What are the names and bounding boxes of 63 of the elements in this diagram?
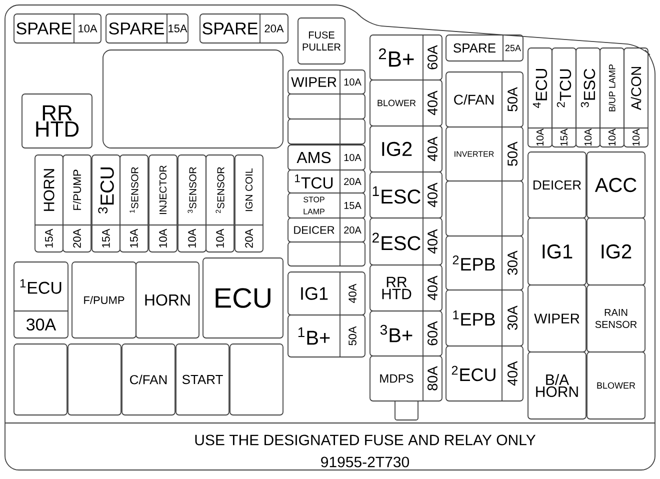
fuse: SPARE 20A — [200, 14, 288, 44]
relay: C/FAN — [122, 344, 176, 416]
fuse: HORN 15A — [34, 154, 64, 252]
empty-slot — [288, 242, 366, 266]
fuse: $^{3}$SENSOR 10A — [178, 154, 206, 252]
relay: ACC — [586, 152, 646, 218]
fuse: $^{1}$SENSOR 15A — [120, 154, 148, 252]
relay: IG2 — [586, 218, 646, 286]
empty-slot — [446, 180, 524, 236]
fuse: A/CON 10A — [624, 48, 648, 148]
fuse: $^{3}$B+ 60A — [370, 310, 442, 356]
fuse: $^{4}$ECU 10A — [528, 48, 552, 148]
fuse: $^{2}$B+ 60A — [370, 34, 442, 80]
fuse: SPARE 25A — [446, 34, 524, 62]
fuse: $^{1}$TCU 20A — [288, 170, 366, 194]
relay: START — [176, 344, 230, 416]
fuse: $^{2}$SENSOR 10A — [206, 154, 234, 252]
fuse: INJECTOR 10A — [148, 154, 178, 252]
relay: ECU — [202, 258, 284, 338]
fuse: SPARE 15A — [106, 14, 188, 44]
fuse: DEICER 20A — [288, 218, 366, 242]
fuse: RR HTD 40A — [370, 264, 442, 312]
relay: HORN — [136, 262, 200, 338]
fuse: $^{2}$ESC 40A — [370, 218, 442, 266]
fuse: $^{1}$ECU 30A — [14, 262, 68, 338]
fuse-puller: FUSE PULLER — [298, 18, 346, 64]
relay: F/PUMP — [72, 262, 136, 338]
fuse: WIPER 10A — [288, 70, 366, 94]
empty-slot — [288, 94, 366, 120]
empty-slot — [230, 344, 284, 416]
fuse: $^{1}$EPB 30A — [446, 290, 524, 346]
fuse: BLOWER 40A — [370, 80, 442, 126]
relay: WIPER — [528, 284, 586, 352]
fuse: IG2 40A — [370, 126, 442, 172]
relay: IG1 — [528, 218, 586, 286]
fuse: $^{3}$ESC 10A — [576, 48, 600, 148]
fuse: INVERTER 50A — [446, 126, 524, 182]
empty-slot — [288, 118, 366, 144]
empty-slot — [14, 344, 68, 416]
fuse: IGN COIL 20A — [234, 154, 264, 252]
note-text: 91955-2T730 — [321, 456, 410, 468]
fuse: AMS 10A — [288, 144, 366, 170]
empty-slot — [68, 344, 122, 416]
relay: RAIN SENSOR — [586, 284, 646, 352]
note-text: USE THE DESIGNATED FUSE AND RELAY ONLY — [195, 434, 536, 446]
fuse: IG1 40A — [288, 272, 366, 316]
fuse: B/UP LAMP 10A — [600, 48, 624, 148]
fuse: STOP LAMP 15A — [288, 192, 366, 218]
fuse: SPARE 10A — [14, 14, 102, 44]
relay: RR HTD — [22, 94, 92, 148]
fuse: $^{1}$ESC 40A — [370, 172, 442, 218]
fuse: $^{2}$TCU 15A — [552, 48, 576, 148]
fuse: $^{3}$ECU 15A — [92, 154, 120, 252]
blank-panel — [102, 50, 284, 148]
fuse: C/FAN 50A — [446, 72, 524, 128]
relay: DEICER — [528, 152, 586, 218]
fuse: MDPS 80A — [370, 356, 442, 402]
fuse: $^{2}$ECU 40A — [446, 346, 524, 402]
relay: BLOWER — [586, 352, 646, 420]
fuse: F/PUMP 20A — [62, 154, 92, 252]
fuse: $^{1}$B+ 50A — [288, 314, 366, 358]
fuse: $^{2}$EPB 30A — [446, 236, 524, 290]
relay: B/A HORN — [528, 352, 586, 420]
